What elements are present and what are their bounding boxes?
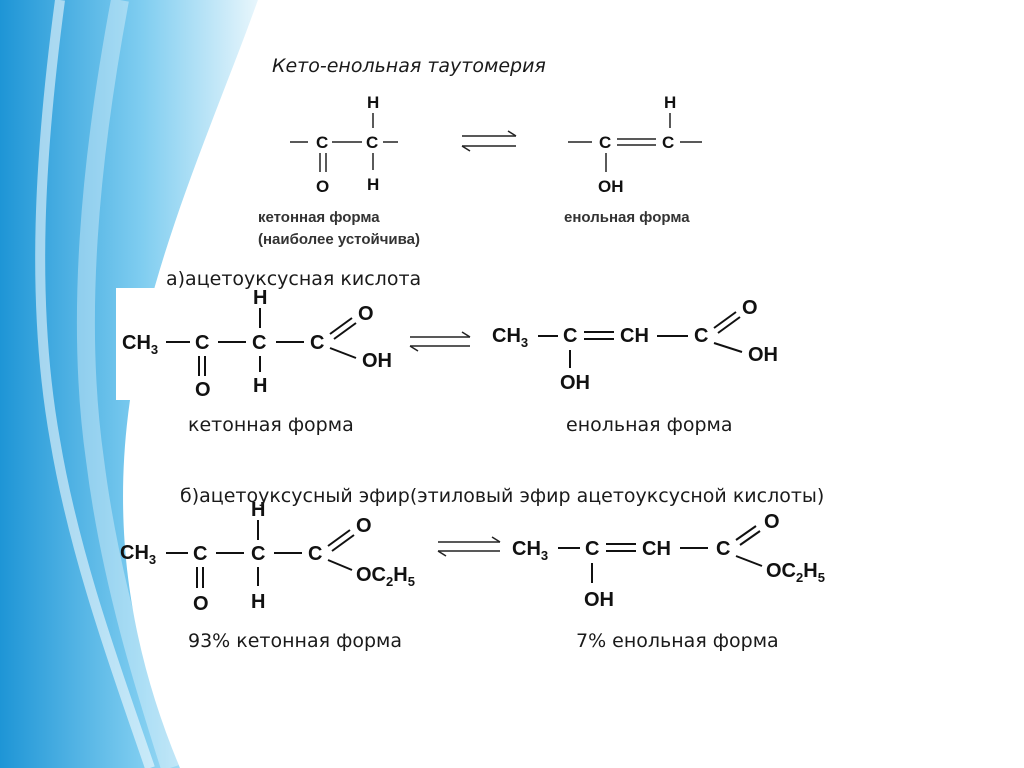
atom: C	[694, 325, 708, 347]
atom: O	[193, 593, 209, 615]
atom: H	[251, 591, 265, 613]
atom: H	[253, 375, 267, 397]
atom: H	[367, 93, 379, 112]
atom: OH	[362, 350, 392, 372]
atom: O	[316, 177, 329, 196]
ester-section-label: б)ацетоуксусный эфир(этиловый эфир ацето…	[180, 485, 825, 507]
ch3-group: CH3	[512, 538, 548, 563]
atom: C	[310, 332, 324, 354]
atom: O	[195, 379, 211, 401]
atom: C	[585, 538, 599, 560]
acid-keto-caption: кетонная форма	[188, 414, 354, 436]
atom: OH	[584, 589, 614, 611]
ch3-group: CH3	[122, 332, 158, 357]
atom: H	[367, 175, 379, 194]
atom: C	[599, 133, 611, 152]
enol-caption: енольная форма	[564, 209, 690, 226]
atom: C	[251, 543, 265, 565]
atom: OH	[598, 177, 624, 196]
general-equilibrium-arrows	[461, 130, 517, 152]
atom: O	[356, 515, 372, 537]
ester-equilibrium-arrows	[437, 536, 501, 557]
atom: C	[252, 332, 266, 354]
keto-caption-line1: кетонная форма	[258, 209, 380, 226]
acid-enol-form: CH3 C OH CH C O OH	[492, 297, 778, 394]
keto-caption-line2: (наиболее устойчива)	[258, 231, 420, 248]
ester-keto-form: CH3 C O C H H C O OC2H5	[120, 499, 415, 615]
slide-title: Кето-енольная таутомерия	[272, 55, 546, 77]
ch3-group: CH3	[120, 542, 156, 567]
atom: O	[764, 511, 780, 533]
general-enol-form: C C H OH	[568, 93, 702, 196]
ester-keto-caption: 93% кетонная форма	[188, 630, 402, 652]
atom: C	[366, 133, 378, 152]
general-keto-form: C C H H O	[290, 93, 398, 196]
structure-panel	[116, 288, 412, 400]
acid-equilibrium-arrows	[409, 331, 471, 352]
atom: O	[358, 303, 374, 325]
ch3-group: CH3	[492, 325, 528, 350]
atom: H	[251, 499, 265, 521]
ester-enol-form: CH3 C OH CH C O OC2H5	[512, 511, 825, 611]
acid-section-label: а)ацетоуксусная кислота	[166, 268, 422, 290]
atom: H	[253, 287, 267, 309]
ester-enol-caption: 7% енольная форма	[576, 630, 779, 652]
atom: C	[193, 543, 207, 565]
atom: C	[662, 133, 674, 152]
atom: C	[563, 325, 577, 347]
ester-group: OC2H5	[356, 564, 415, 589]
atom: C	[195, 332, 209, 354]
atom: C	[316, 133, 328, 152]
atom: C	[308, 543, 322, 565]
atom: H	[664, 93, 676, 112]
atom: C	[716, 538, 730, 560]
atom: O	[742, 297, 758, 319]
ester-group: OC2H5	[766, 560, 825, 585]
acid-enol-caption: енольная форма	[566, 414, 733, 436]
atom: CH	[642, 538, 671, 560]
atom: OH	[560, 372, 590, 394]
acid-keto-form: CH3 C O C H H C O OH	[122, 287, 392, 401]
atom: OH	[748, 344, 778, 366]
atom: CH	[620, 325, 649, 347]
